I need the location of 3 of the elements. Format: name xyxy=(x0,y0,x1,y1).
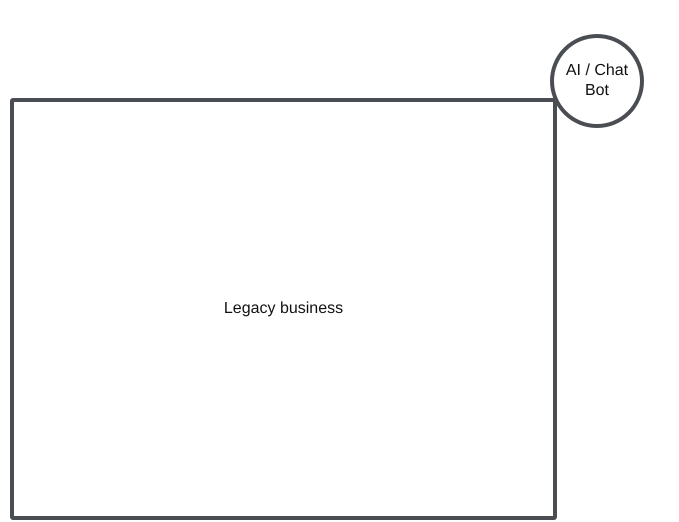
node-label: AI / Chat Bot xyxy=(564,61,630,101)
node-label: Legacy business xyxy=(224,299,344,319)
process-box xyxy=(10,98,557,520)
